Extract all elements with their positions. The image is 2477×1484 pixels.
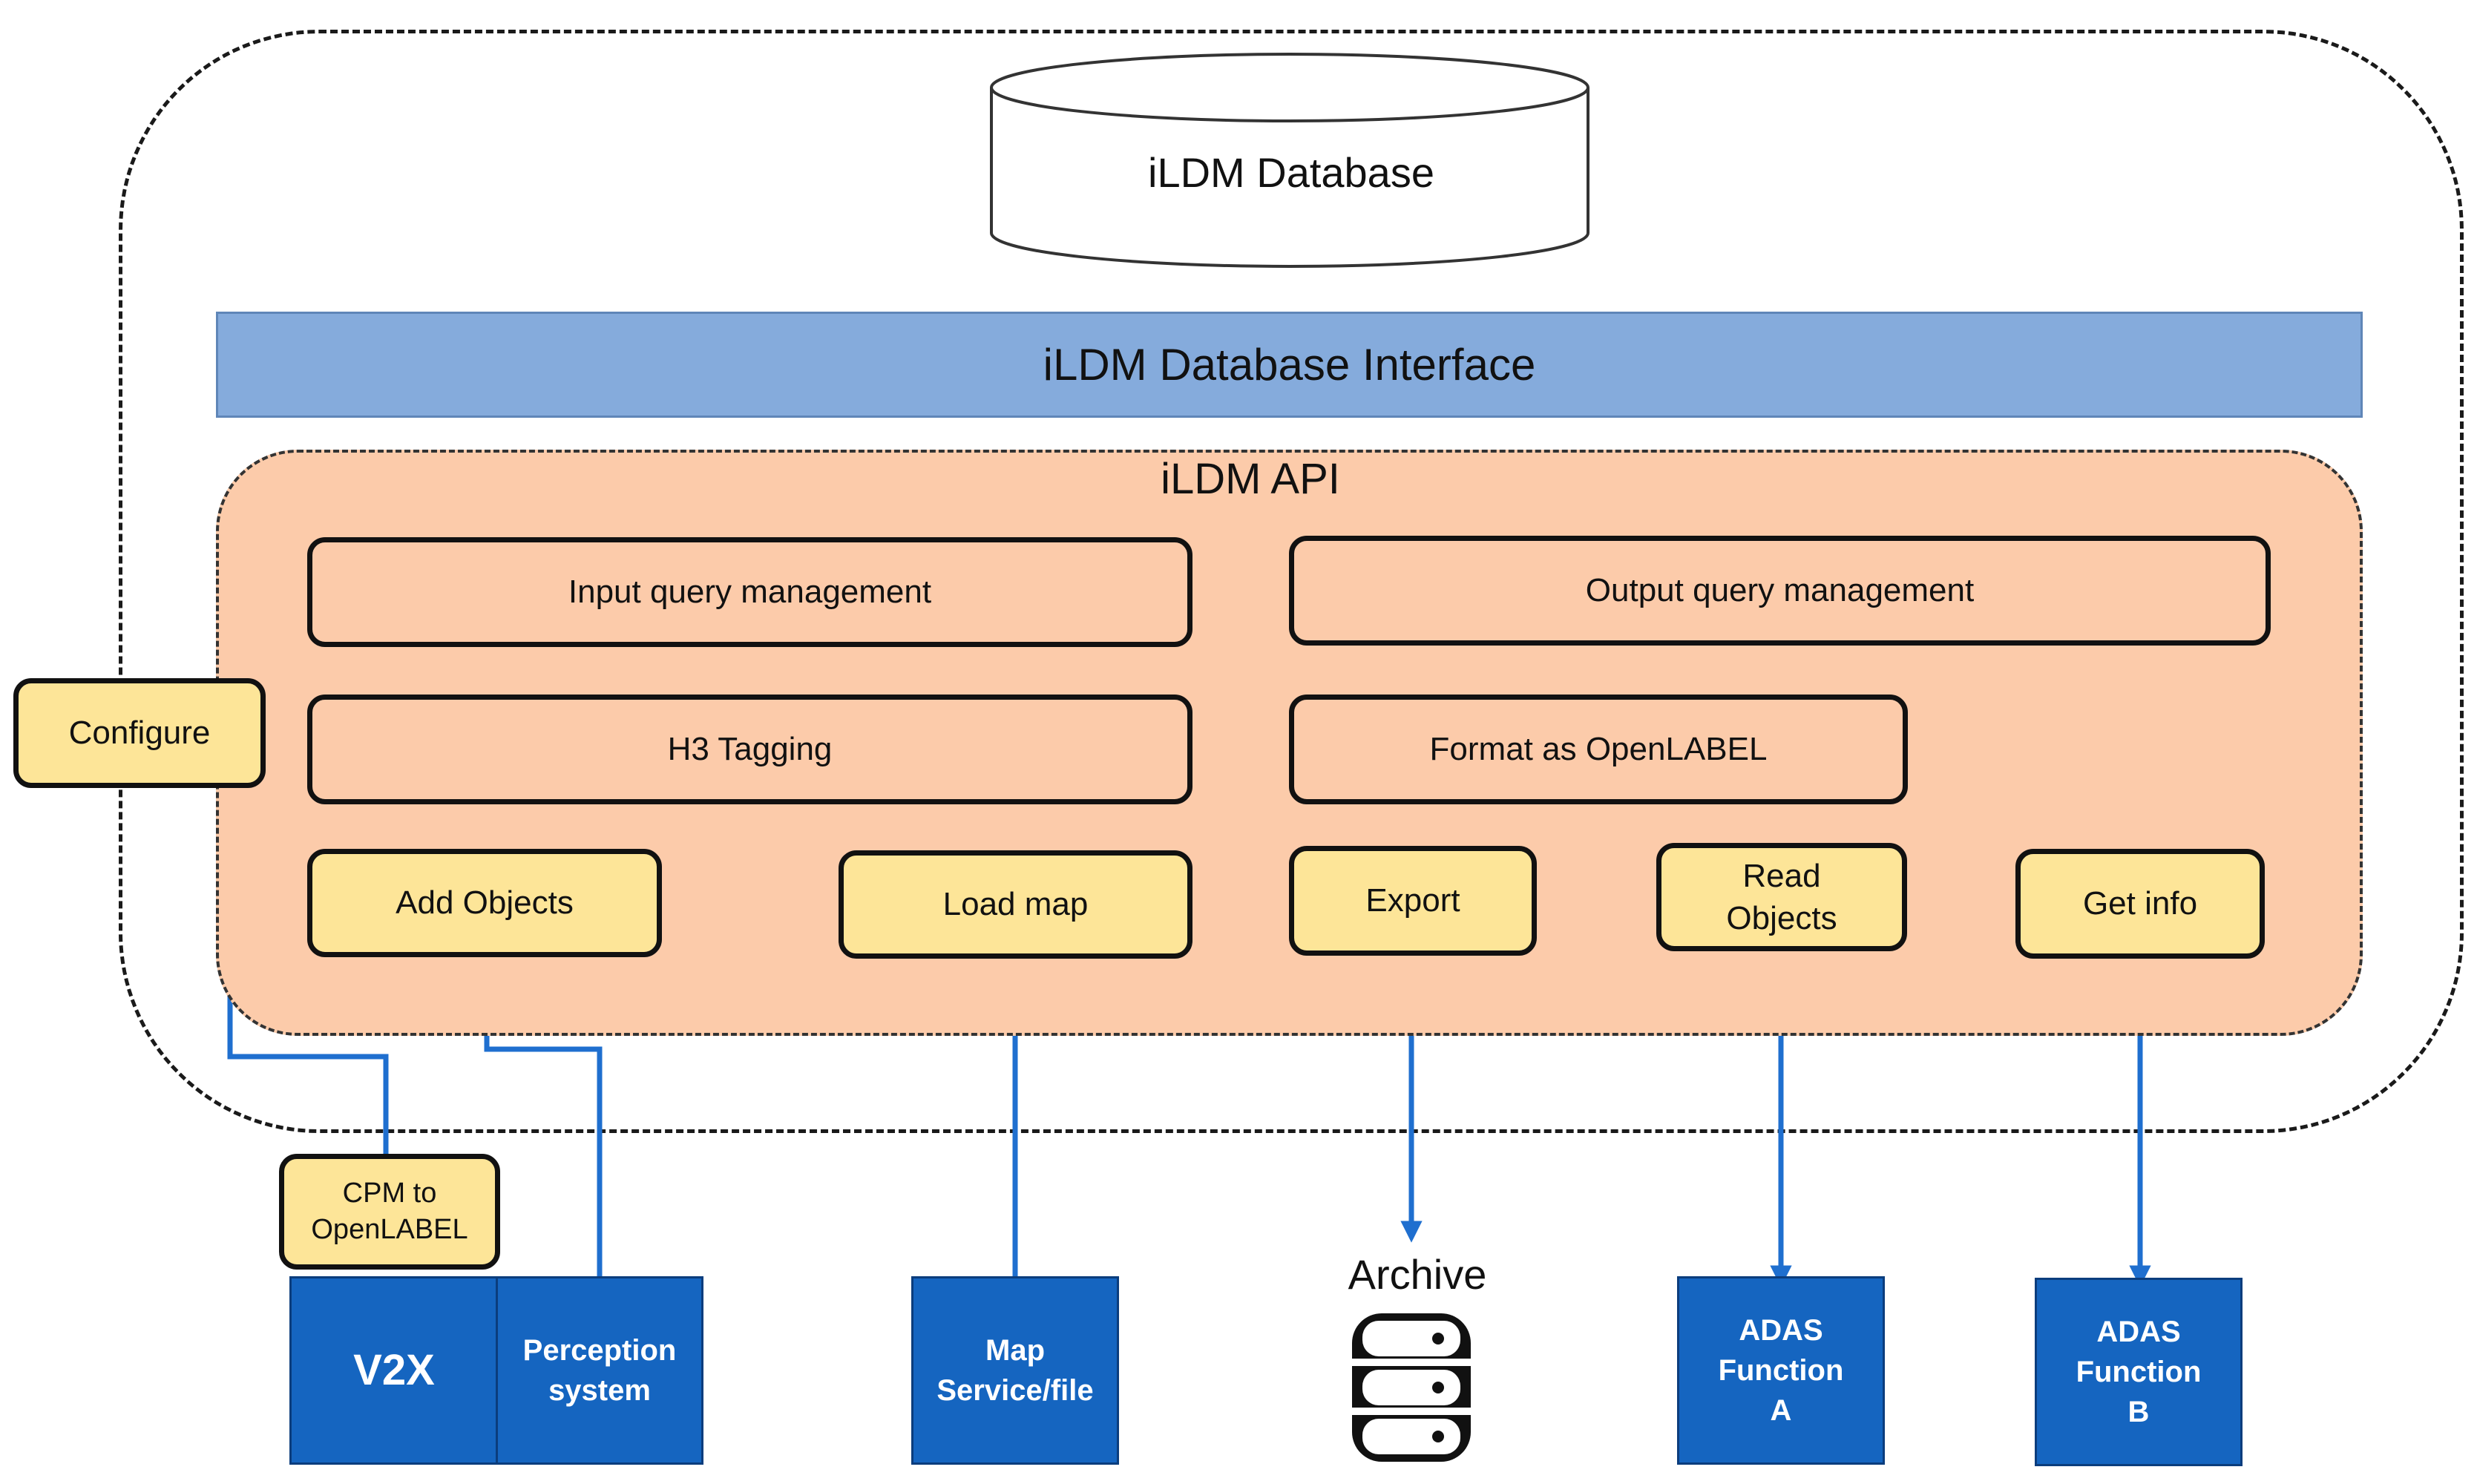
map-service-label: Map Service/file (936, 1334, 1094, 1407)
format-openlabel-box[interactable]: Format as OpenLABEL (1289, 695, 1908, 804)
output-query-management-box[interactable]: Output query management (1289, 536, 2271, 646)
archive-storage-icon (1352, 1313, 1471, 1462)
adas-function-a-box[interactable]: ADAS Function A (1677, 1276, 1885, 1465)
add-objects-box[interactable]: Add Objects (307, 849, 662, 957)
cpm-to-openlabel-box[interactable]: CPM to OpenLABEL (279, 1154, 500, 1270)
format-openlabel-label: Format as OpenLABEL (1429, 731, 1768, 768)
perception-system-box[interactable]: Perception system (496, 1276, 703, 1465)
api-title: iLDM API (1161, 455, 1340, 503)
database-label: iLDM Database (1148, 149, 1434, 196)
database-cylinder (990, 53, 1589, 268)
configure-box[interactable]: Configure (13, 678, 266, 788)
archive-label: Archive (1348, 1251, 1487, 1298)
get-info-box[interactable]: Get info (2015, 849, 2265, 959)
export-box[interactable]: Export (1289, 846, 1537, 956)
database-interface-label: iLDM Database Interface (1043, 340, 1536, 390)
read-objects-label: Read Objects (1726, 857, 1837, 936)
perception-system-label: Perception system (522, 1334, 677, 1407)
h3-tagging-label: H3 Tagging (667, 731, 833, 768)
cpm-to-openlabel-label: CPM to OpenLABEL (311, 1177, 468, 1245)
h3-tagging-box[interactable]: H3 Tagging (307, 695, 1192, 804)
v2x-label: V2X (353, 1345, 435, 1394)
adas-function-a-label: ADAS Function A (1718, 1314, 1844, 1427)
system-boundary (119, 30, 2464, 1133)
adas-function-b-label: ADAS Function B (2076, 1316, 2202, 1428)
database-interface-bar: iLDM Database Interface (216, 312, 2363, 418)
adas-function-b-box[interactable]: ADAS Function B (2035, 1278, 2243, 1466)
v2x-box[interactable]: V2X (289, 1276, 499, 1465)
input-query-management-box[interactable]: Input query management (307, 537, 1192, 647)
get-info-label: Get info (2082, 885, 2198, 922)
output-query-management-label: Output query management (1585, 572, 1975, 609)
load-map-label: Load map (942, 886, 1089, 923)
input-query-management-label: Input query management (568, 574, 932, 611)
configure-label: Configure (68, 715, 211, 752)
map-service-box[interactable]: Map Service/file (911, 1276, 1119, 1465)
load-map-box[interactable]: Load map (839, 850, 1192, 959)
export-label: Export (1365, 882, 1460, 919)
add-objects-label: Add Objects (396, 884, 574, 922)
read-objects-box[interactable]: Read Objects (1656, 843, 1907, 951)
